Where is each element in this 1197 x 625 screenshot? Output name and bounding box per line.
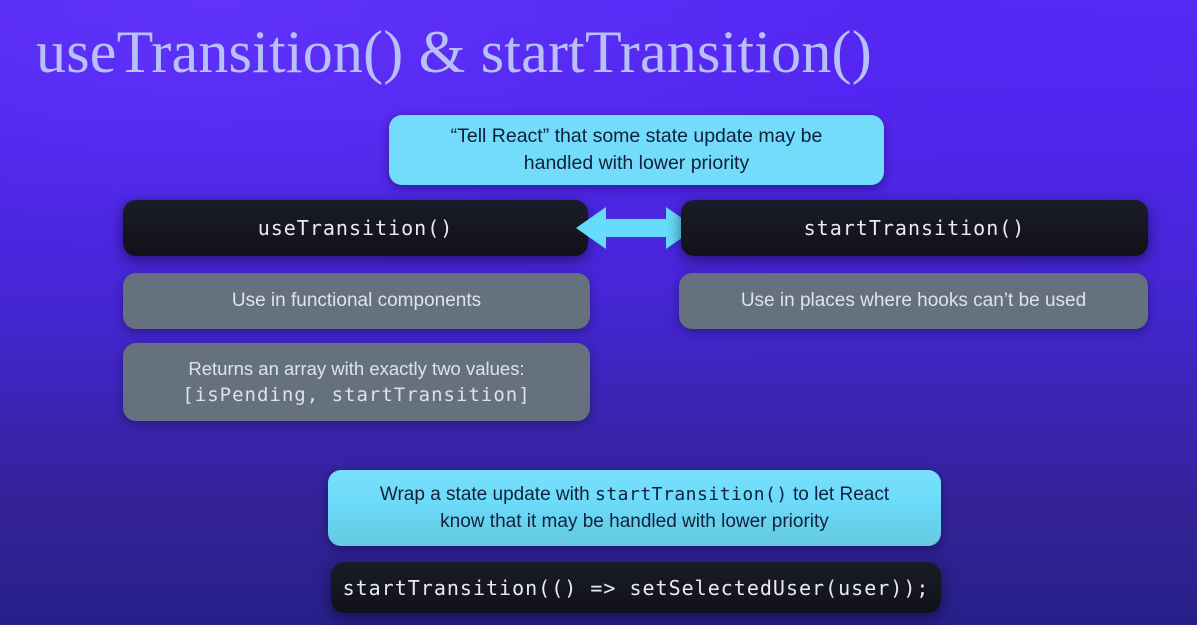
page-title: useTransition() & startTransition() — [36, 19, 872, 85]
note-functional-components-label: Use in functional components — [231, 290, 482, 311]
note-returns-array: Returns an array with exactly two values… — [123, 343, 590, 421]
note-hooks-not-allowed-label: Use in places where hooks can’t be used — [740, 290, 1087, 311]
wrap-state-update-note: Wrap a state update with startTransition… — [328, 470, 941, 546]
code-snippet-text: startTransition(() => setSelectedUser(us… — [342, 575, 930, 600]
start-transition-label: startTransition() — [803, 216, 1026, 240]
returns-array-line-1: Returns an array with exactly two values… — [188, 358, 525, 379]
tell-react-line-2: handled with lower priority — [523, 152, 750, 174]
wrap-note-line-1-after: to let React — [787, 484, 890, 505]
wrap-note-line-2: know that it may be handled with lower p… — [440, 511, 829, 532]
note-hooks-not-allowed: Use in places where hooks can’t be used — [679, 273, 1148, 329]
wrap-note-inline-code: startTransition() — [594, 484, 788, 505]
use-transition-label: useTransition() — [257, 216, 454, 240]
wrap-note-line-1-before: Wrap a state update with — [379, 484, 595, 505]
code-snippet-box: startTransition(() => setSelectedUser(us… — [331, 562, 941, 613]
start-transition-heading-box: startTransition() — [681, 200, 1148, 256]
returns-array-line-2: [isPending, startTransition] — [182, 384, 531, 406]
tell-react-line-1: “Tell React” that some state update may … — [450, 125, 823, 147]
tell-react-callout: “Tell React” that some state update may … — [389, 115, 884, 185]
double-headed-arrow-icon — [576, 205, 696, 251]
use-transition-heading-box: useTransition() — [123, 200, 588, 256]
note-functional-components: Use in functional components — [123, 273, 590, 329]
